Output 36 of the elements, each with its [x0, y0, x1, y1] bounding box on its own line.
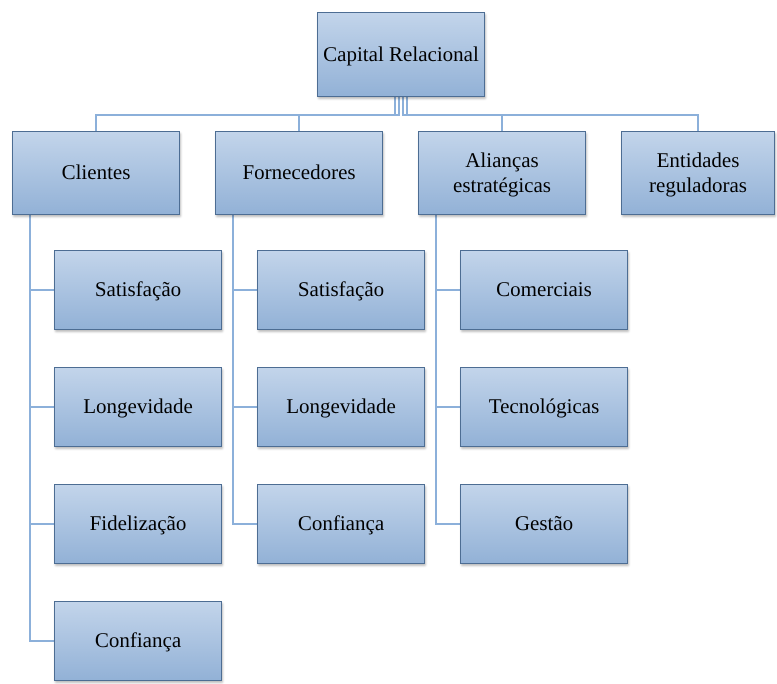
category-box	[215, 131, 383, 215]
box-label: Comerciais	[496, 277, 592, 303]
category-box	[54, 250, 222, 330]
category-box	[54, 367, 222, 447]
box-label: Confiança	[298, 511, 384, 537]
connector-line	[406, 97, 699, 131]
box-label: Gestão	[514, 511, 574, 537]
category-box	[257, 484, 425, 564]
box-label: Tecnológicas	[488, 394, 600, 420]
category-box	[257, 367, 425, 447]
connector-line	[435, 215, 460, 525]
box-label: Longevidade	[83, 394, 193, 420]
box-label: Confiança	[94, 628, 182, 654]
category-box	[460, 367, 628, 447]
category-box	[418, 131, 586, 215]
box-label: Alianças estratégicas	[452, 148, 552, 198]
box-label: Satisfação	[94, 277, 182, 303]
category-box	[460, 484, 628, 564]
connector-line	[298, 97, 400, 131]
category-box	[257, 250, 425, 330]
category-box	[621, 131, 775, 215]
box-label: Clientes	[62, 160, 130, 186]
box-label: Capital Relacional	[323, 42, 479, 68]
box-label: Satisfação	[298, 277, 384, 303]
box-label: Fidelização	[90, 511, 186, 537]
connector-line	[232, 215, 257, 525]
connector-line	[402, 97, 503, 131]
category-box	[460, 250, 628, 330]
category-box	[54, 601, 222, 681]
category-box	[54, 484, 222, 564]
box-label: Longevidade	[286, 394, 396, 420]
category-box	[317, 12, 485, 97]
connector-line	[95, 97, 396, 131]
box-label: Entidades reguladoras	[648, 148, 748, 198]
category-box	[12, 131, 180, 215]
box-label: Fornecedores	[242, 160, 356, 186]
